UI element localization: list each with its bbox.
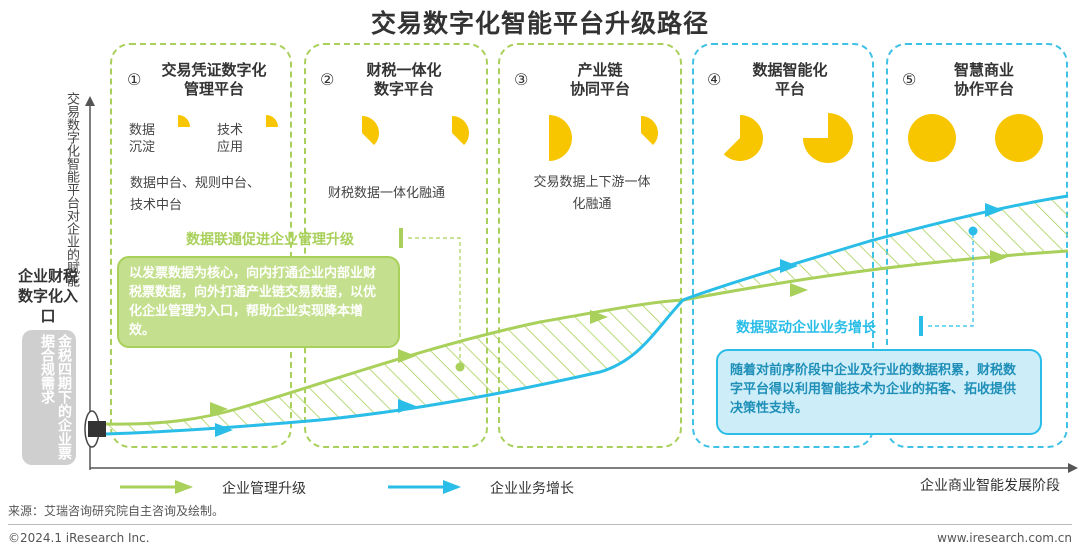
phase-1-panel (110, 43, 292, 448)
management-curve-arrow-4 (790, 283, 808, 297)
hatched-area-business (683, 196, 1068, 300)
phase-1-description: 数据中台、规则中台、技术中台 (130, 173, 290, 217)
business-curve-arrow-2 (398, 399, 416, 413)
business-curve-arrow-1 (215, 423, 233, 437)
phase-2-title-line-1: 财税一体化 (366, 61, 442, 79)
entry-funnel-core (88, 421, 106, 437)
phase-3-description-line-2: 化融通 (572, 197, 612, 212)
phase-1-number: ① (127, 70, 142, 89)
x-axis-arrow (1068, 463, 1078, 473)
phase-2-description: 财税数据一体化融通 (328, 186, 446, 201)
phase-3-title-line-1: 产业链 (577, 61, 623, 79)
business-curve-arrow-3 (780, 259, 798, 273)
phase-5-title-line-2: 协作平台 (953, 80, 1014, 98)
phase-4-title-line-2: 平台 (774, 80, 805, 98)
copyright-text: ©2024.1 iResearch Inc. (8, 531, 150, 545)
management-curve-arrow-2 (398, 349, 416, 363)
blue-callout-title: 数据驱动企业业务增长 (736, 320, 876, 336)
phase-4-title: 数据智能化平台 (726, 61, 854, 99)
phase-4-pie-1 (723, 115, 764, 161)
phase-1-description-line-1: 数据中台、规则中台、 (130, 176, 261, 191)
phase-3-description: 交易数据上下游一体化融通 (512, 172, 672, 216)
phase-2-pie-1 (362, 116, 379, 146)
management-upgrade-curve (104, 249, 1069, 426)
entry-badge (22, 330, 76, 465)
legend-business-label: 企业业务增长 (490, 481, 574, 497)
blue-info-box: 随着对前序阶段中企业及行业的数据积累，财税数字平台得以利用智能技术为企业的拓客、… (716, 349, 1042, 435)
phase-1-title-line-1: 交易凭证数字化 (161, 61, 267, 79)
phase-5-pie-2 (995, 114, 1043, 162)
phase-3-description-line-1: 交易数据上下游一体 (533, 175, 651, 190)
data-accumulation-label-line-2: 沉淀 (128, 140, 155, 155)
legend-business-arrow (443, 480, 461, 494)
phase-1-title: 交易凭证数字化管理平台 (150, 61, 278, 99)
phase-4-title-line-1: 数据智能化 (752, 61, 828, 79)
entry-label: 企业财税数字化入口 (18, 267, 79, 325)
phase-2-number: ② (320, 70, 335, 89)
business-curve-arrow-4 (985, 203, 1003, 217)
blue-callout-point (968, 226, 978, 236)
x-axis-label: 企业商业智能发展阶段 (920, 478, 1060, 494)
pie-group (178, 113, 1043, 163)
phase-3-title-line-2: 协同平台 (569, 80, 630, 98)
phase-3-number: ③ (514, 70, 529, 89)
phase-3-title: 产业链协同平台 (540, 61, 660, 99)
phase-1-pie-1 (178, 115, 190, 127)
management-curve-arrow-3 (590, 310, 608, 324)
data-accumulation-label: 数据沉淀 (122, 122, 162, 156)
green-callout-title: 数据联通促进企业管理升级 (186, 232, 354, 248)
source-note: 来源：艾瑞咨询研究院自主咨询及绘制。 (8, 504, 225, 518)
business-growth-curve (104, 194, 1069, 436)
green-info-box: 以发票数据为核心，向内打通企业内部业财税票数据，向外打通产业链交易数据，以优化企… (117, 256, 400, 348)
y-axis-label: 交易数字化智能平台对企业的赋能 (64, 92, 79, 287)
management-curve-arrow-5 (990, 250, 1008, 264)
blue-callout-connector (928, 234, 974, 327)
phase-4-number: ④ (707, 70, 722, 89)
y-axis-arrow (85, 96, 95, 106)
website-link[interactable]: www.iresearch.com.cn (937, 531, 1072, 545)
phase-3-pie-2 (641, 116, 658, 146)
green-callout-point (455, 362, 465, 372)
phase-1-title-line-2: 管理平台 (183, 80, 244, 98)
phase-2-title: 财税一体化数字平台 (340, 61, 468, 99)
phase-5-number: ⑤ (902, 70, 917, 89)
phase-2-panel (304, 43, 488, 448)
footer-divider (8, 524, 1072, 525)
tech-application-label-line-1: 技术 (216, 123, 243, 138)
tech-application-label-line-2: 应用 (216, 140, 243, 155)
phase-4-pie-2 (803, 113, 853, 163)
green-callout-connector (408, 237, 461, 364)
legend-management-arrow (175, 480, 193, 494)
phase-5-title: 智慧商业协作平台 (920, 61, 1048, 99)
phase-3-pie-1 (549, 115, 572, 161)
management-curve-arrow-1 (210, 402, 228, 416)
hatched-area-management (105, 300, 683, 434)
data-accumulation-label-line-1: 数据 (128, 123, 155, 138)
phase-2-pie-2 (452, 116, 469, 146)
entry-badge-text: 金税四期下的企业票据合规需求 (39, 334, 72, 460)
page-title: 交易数字化智能平台升级路径 (370, 9, 709, 38)
phase-5-pie-1 (908, 114, 956, 162)
phase-5-title-line-1: 智慧商业 (953, 61, 1014, 79)
phase-1-description-line-2: 技术中台 (130, 198, 183, 213)
legend-management-label: 企业管理升级 (222, 481, 306, 497)
tech-application-label: 技术应用 (210, 122, 250, 156)
phase-3-panel (498, 43, 682, 448)
phase-2-title-line-2: 数字平台 (373, 80, 434, 98)
phase-1-pie-2 (266, 115, 278, 127)
